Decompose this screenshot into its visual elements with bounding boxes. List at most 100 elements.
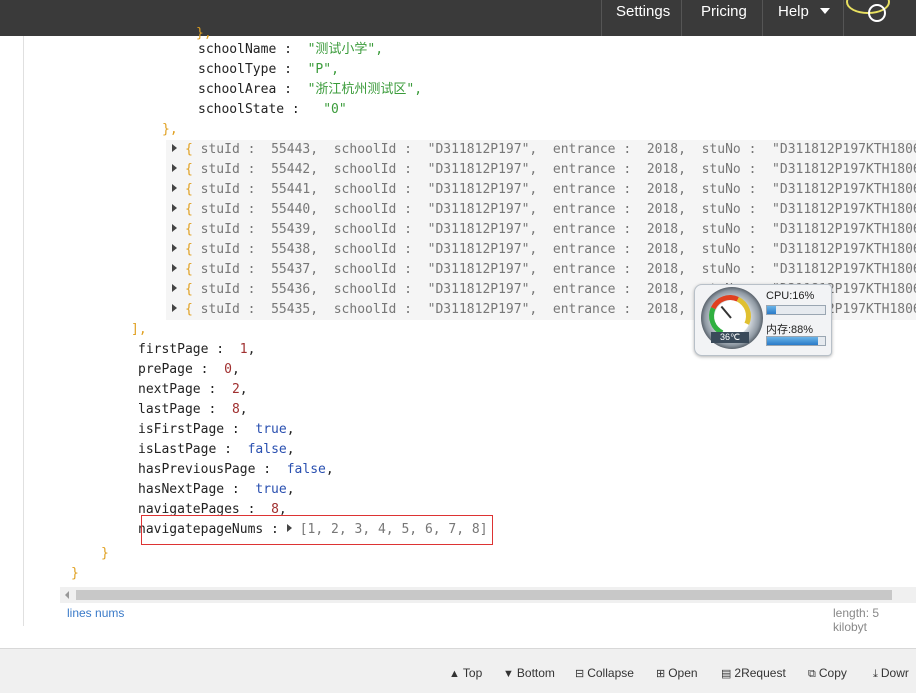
lines-nums-link[interactable]: lines nums xyxy=(67,606,125,620)
json-key: firstPage xyxy=(138,342,209,357)
school-id: "D311812P197" xyxy=(427,162,530,177)
cpu-bar-fill xyxy=(767,306,777,314)
copy-button[interactable]: ⧉Copy xyxy=(808,666,847,680)
school-id: "D311812P197" xyxy=(427,262,530,277)
json-field: schoolType : "P", xyxy=(198,62,339,77)
stu-id: 55437 xyxy=(271,262,311,277)
json-value[interactable]: 8 xyxy=(271,502,279,517)
nav-separator xyxy=(681,0,682,36)
stu-no: "D311812P197KTH180634" xyxy=(772,242,916,257)
expand-arrow-icon[interactable] xyxy=(172,284,177,292)
school-id: "D311812P197" xyxy=(427,302,530,317)
scrollbar-thumb[interactable] xyxy=(76,590,892,600)
json-string-value[interactable]: "0" xyxy=(315,102,347,117)
chat-icon[interactable] xyxy=(868,4,886,22)
json-value[interactable]: 2 xyxy=(231,382,240,397)
json-field: isFirstPage : true, xyxy=(138,422,295,437)
json-key: isLastPage xyxy=(138,442,217,457)
collapse-button[interactable]: ⊟Collapse xyxy=(575,666,634,680)
json-value[interactable]: true xyxy=(255,422,287,437)
stu-id: 55436 xyxy=(271,282,311,297)
horizontal-scrollbar[interactable] xyxy=(60,587,916,603)
student-row[interactable]: { stuId : 55438, schoolId : "D311812P197… xyxy=(172,240,916,260)
student-row[interactable]: { stuId : 55441, schoolId : "D311812P197… xyxy=(172,180,916,200)
stu-id: 55440 xyxy=(271,202,311,217)
arrow-up-circle-icon: ▲ xyxy=(449,668,460,680)
entrance: 2018 xyxy=(646,182,679,197)
student-row[interactable]: { stuId : 55439, schoolId : "D311812P197… xyxy=(172,220,916,240)
school-id: "D311812P197" xyxy=(427,142,530,157)
cpu-bar xyxy=(766,305,826,315)
entrance: 2018 xyxy=(646,162,679,177)
memory-bar xyxy=(766,336,826,346)
json-string-value[interactable]: "P", xyxy=(307,62,339,77)
navigatepage-line: navigatepageNums : [1, 2, 3, 4, 5, 6, 7,… xyxy=(138,522,488,537)
student-row[interactable]: { stuId : 55443, schoolId : "D311812P197… xyxy=(172,140,916,160)
json-value[interactable]: false xyxy=(286,462,326,477)
json-value[interactable]: 8 xyxy=(231,402,240,417)
json-value[interactable]: 1 xyxy=(239,342,248,357)
json-value[interactable]: false xyxy=(247,442,287,457)
expand-arrow-icon[interactable] xyxy=(172,224,177,232)
student-row[interactable]: { stuId : 55442, schoolId : "D311812P197… xyxy=(172,160,916,180)
bottom-button[interactable]: ▼Bottom xyxy=(503,666,555,680)
stu-id: 55441 xyxy=(271,182,311,197)
json-key: hasNextPage xyxy=(138,482,225,497)
json-array-value[interactable]: [1, 2, 3, 4, 5, 6, 7, 8] xyxy=(299,522,488,537)
nav-help-link[interactable]: Help xyxy=(778,3,809,20)
outer-close: } xyxy=(71,566,79,581)
school-id: "D311812P197" xyxy=(427,222,530,237)
stu-no: "D311812P197KTH180638" xyxy=(772,162,916,177)
expand-arrow-icon[interactable] xyxy=(172,244,177,252)
expand-arrow-icon[interactable] xyxy=(286,524,292,532)
json-value[interactable]: 0 xyxy=(224,362,232,377)
inner-close: } xyxy=(101,546,109,561)
json-string-value[interactable]: "测试小学", xyxy=(307,42,384,57)
expand-arrow-icon[interactable] xyxy=(172,264,177,272)
copy-icon: ⧉ xyxy=(808,668,816,680)
expand-arrow-icon[interactable] xyxy=(172,304,177,312)
json-key: prePage xyxy=(138,362,193,377)
json-string-value[interactable]: "浙江杭州测试区", xyxy=(307,82,423,97)
download-icon: ⤓ xyxy=(873,668,878,680)
expand-arrow-icon[interactable] xyxy=(172,204,177,212)
array-close: ], xyxy=(131,322,147,337)
arrow-down-circle-icon: ▼ xyxy=(503,668,514,680)
open-button[interactable]: ⊞Open xyxy=(656,666,698,680)
row-background xyxy=(166,200,916,220)
expand-arrow-icon[interactable] xyxy=(172,144,177,152)
top-button[interactable]: ▲Top xyxy=(449,666,483,680)
temperature-readout: 36℃ xyxy=(711,332,749,343)
stu-no: "D311812P197KTH180636" xyxy=(772,202,916,217)
json-key: lastPage xyxy=(138,402,201,417)
stu-id: 55442 xyxy=(271,162,311,177)
download-button[interactable]: ⤓Dowr xyxy=(873,666,909,680)
scroll-left-arrow-icon[interactable] xyxy=(65,591,69,599)
highlight-box xyxy=(141,515,493,545)
json-value[interactable]: true xyxy=(255,482,287,497)
request-button[interactable]: ▤2Request xyxy=(721,666,786,680)
row-background xyxy=(166,240,916,260)
json-field: schoolArea : "浙江杭州测试区", xyxy=(198,82,423,97)
student-row[interactable]: { stuId : 55437, schoolId : "D311812P197… xyxy=(172,260,916,280)
json-field: isLastPage : false, xyxy=(138,442,295,457)
stu-no: "D311812P197KTH180639" xyxy=(772,142,916,157)
expand-arrow-icon[interactable] xyxy=(172,164,177,172)
nav-pricing-link[interactable]: Pricing xyxy=(701,3,747,20)
entrance: 2018 xyxy=(646,242,679,257)
cpu-monitor-widget[interactable]: 36℃ CPU:16% 内存:88% xyxy=(694,284,832,356)
stu-no: "D311812P197KTH180633" xyxy=(772,262,916,277)
chevron-down-icon[interactable] xyxy=(820,8,830,14)
stu-id: 55443 xyxy=(271,142,311,157)
json-field: hasNextPage : true, xyxy=(138,482,295,497)
nav-settings-link[interactable]: Settings xyxy=(616,3,671,20)
row-background xyxy=(166,140,916,160)
entrance: 2018 xyxy=(646,202,679,217)
expand-arrow-icon[interactable] xyxy=(172,184,177,192)
memory-label: 内存:88% xyxy=(766,324,814,336)
json-key: schoolName xyxy=(198,42,277,57)
json-key: hasPreviousPage xyxy=(138,462,256,477)
student-row[interactable]: { stuId : 55440, schoolId : "D311812P197… xyxy=(172,200,916,220)
json-field: nextPage : 2, xyxy=(138,382,248,397)
entrance: 2018 xyxy=(646,222,679,237)
